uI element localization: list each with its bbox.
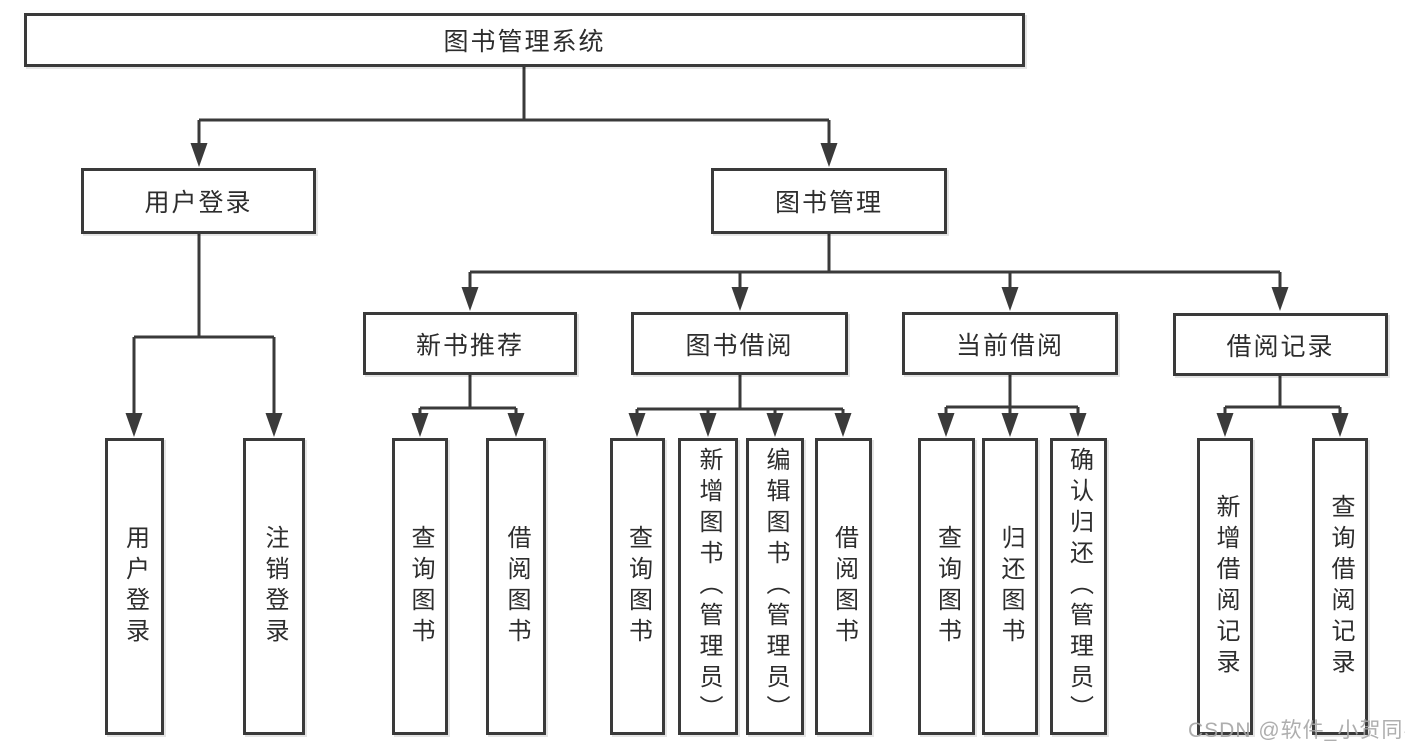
leaf-query-books-current-label: 查询图书 bbox=[933, 524, 961, 649]
csdn-watermark: CSDN @软件_小贺同学 bbox=[1188, 719, 1405, 742]
leaf-borrow-books-label: 借阅图书 bbox=[830, 524, 858, 649]
leaf-add-book-admin-label: 新增图书（管理员） bbox=[695, 447, 722, 726]
node-book-management-label: 图书管理 bbox=[774, 189, 883, 217]
leaf-add-borrow-record-label: 新增借阅记录 bbox=[1212, 493, 1239, 680]
leaf-edit-book-admin-label: 编辑图书（管理员） bbox=[762, 447, 789, 726]
node-book-borrow: 图书借阅 bbox=[631, 312, 848, 375]
leaf-query-books-borrow: 查询图书 bbox=[610, 438, 665, 735]
node-borrow-records: 借阅记录 bbox=[1173, 313, 1388, 376]
node-current-borrow: 当前借阅 bbox=[902, 312, 1118, 375]
leaf-user-login-label: 用户登录 bbox=[121, 524, 149, 649]
leaf-query-books-current: 查询图书 bbox=[918, 438, 975, 735]
leaf-user-login: 用户登录 bbox=[105, 438, 164, 735]
node-book-borrow-label: 图书借阅 bbox=[685, 331, 794, 360]
leaf-query-books-borrow-label: 查询图书 bbox=[624, 524, 652, 649]
leaf-query-books-recommend: 查询图书 bbox=[392, 438, 448, 735]
node-user-login: 用户登录 bbox=[81, 168, 316, 234]
leaf-logout: 注销登录 bbox=[243, 438, 305, 735]
leaf-return-book: 归还图书 bbox=[982, 438, 1038, 735]
node-root-system: 图书管理系统 bbox=[24, 13, 1025, 67]
leaf-query-books-recommend-label: 查询图书 bbox=[407, 524, 434, 649]
leaf-return-book-label: 归还图书 bbox=[997, 524, 1024, 649]
leaf-borrow-books: 借阅图书 bbox=[815, 438, 872, 735]
leaf-query-borrow-record: 查询借阅记录 bbox=[1312, 438, 1368, 735]
leaf-query-borrow-record-label: 查询借阅记录 bbox=[1327, 493, 1354, 680]
leaf-confirm-return-admin-label: 确认归还（管理员） bbox=[1065, 447, 1093, 726]
leaf-add-book-admin: 新增图书（管理员） bbox=[678, 438, 738, 735]
leaf-borrow-books-recommend: 借阅图书 bbox=[486, 438, 546, 735]
node-borrow-records-label: 借阅记录 bbox=[1226, 332, 1335, 361]
node-user-login-label: 用户登录 bbox=[144, 189, 253, 217]
leaf-add-borrow-record: 新增借阅记录 bbox=[1197, 438, 1253, 735]
node-new-book-recommend-label: 新书推荐 bbox=[415, 331, 524, 360]
leaf-borrow-books-recommend-label: 借阅图书 bbox=[503, 524, 530, 649]
node-current-borrow-label: 当前借阅 bbox=[955, 331, 1064, 360]
leaf-edit-book-admin: 编辑图书（管理员） bbox=[746, 438, 804, 735]
leaf-logout-label: 注销登录 bbox=[261, 524, 288, 649]
node-new-book-recommend: 新书推荐 bbox=[363, 312, 577, 375]
leaf-confirm-return-admin: 确认归还（管理员） bbox=[1050, 438, 1107, 735]
node-book-management: 图书管理 bbox=[711, 168, 947, 234]
node-root-label: 图书管理系统 bbox=[443, 28, 606, 56]
